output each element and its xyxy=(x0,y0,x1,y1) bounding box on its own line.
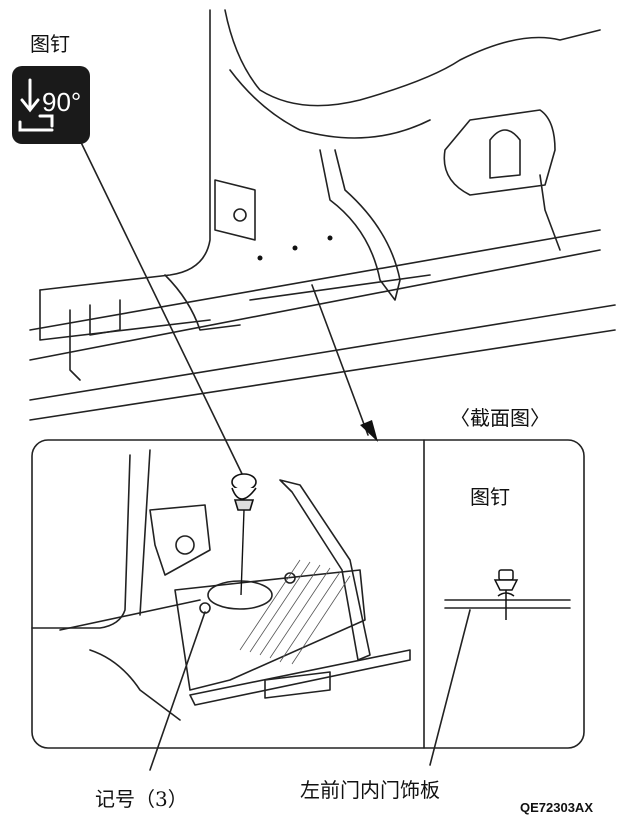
seat-outline xyxy=(39,9,211,291)
section-arrow-line xyxy=(311,284,369,436)
pushpin-section-icon xyxy=(493,569,519,620)
badge-angle-text: 90° xyxy=(42,87,82,117)
leader-mark xyxy=(149,611,206,771)
pushpin-label-top: 图钉 xyxy=(30,32,70,56)
panel-label: 左前门内门饰板 xyxy=(300,778,440,802)
pushpin-label-section: 图钉 xyxy=(470,485,510,509)
mark-label: 记号（3） xyxy=(95,787,188,811)
pushpin-detail-icon xyxy=(231,473,257,596)
leader-pushpin xyxy=(74,129,246,481)
figure-code: QE72303AX xyxy=(520,800,593,815)
angle-badge-icon: 90° xyxy=(12,66,90,144)
leader-panel xyxy=(429,609,471,766)
section-view-title: 〈截面图〉 xyxy=(450,406,550,430)
detail-frame xyxy=(31,439,585,749)
